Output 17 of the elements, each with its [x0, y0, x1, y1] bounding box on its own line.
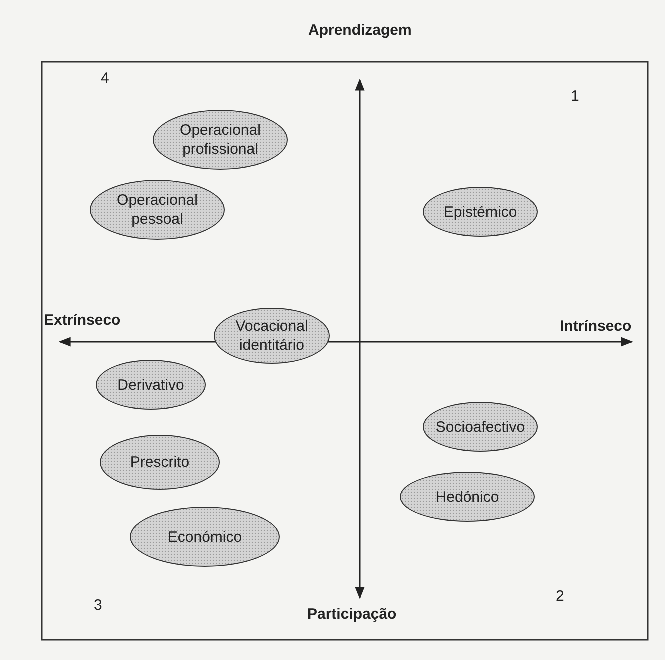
- axis-label: Intrínseco: [560, 318, 632, 335]
- oval-node: Socioafectivo: [423, 402, 538, 452]
- oval-node: Epistémico: [423, 187, 538, 237]
- quadrant-number: 1: [571, 88, 580, 105]
- quadrant-number: 3: [94, 597, 102, 614]
- oval-node: Prescrito: [100, 435, 220, 490]
- quadrant-number: 4: [101, 70, 110, 87]
- oval-node: Hedónico: [400, 472, 535, 522]
- axis-label: Aprendizagem: [308, 22, 412, 39]
- oval-node: Operacional profissional: [153, 110, 288, 170]
- axis-label: Participação: [308, 606, 397, 623]
- oval-node: Económico: [130, 507, 280, 567]
- oval-node: Derivativo: [96, 360, 206, 410]
- oval-node: Operacional pessoal: [90, 180, 225, 240]
- axis-label: Extrínseco: [44, 312, 121, 329]
- quadrant-number: 2: [556, 588, 564, 605]
- oval-node: Vocacional identitário: [214, 308, 330, 364]
